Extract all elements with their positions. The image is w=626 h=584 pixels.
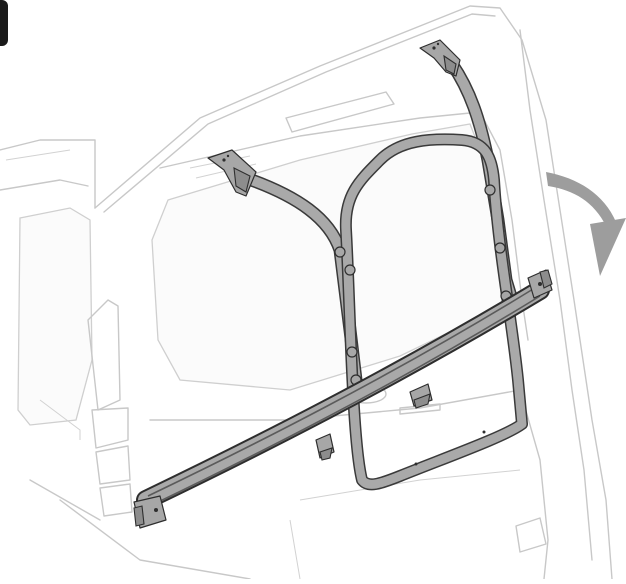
tail-light-mid	[91, 407, 129, 449]
license-plate-light	[515, 517, 547, 553]
rotation-arrow-icon	[546, 172, 626, 276]
step-badge	[0, 0, 8, 46]
end-clamp-right	[527, 269, 553, 299]
cross-bar-brackets	[315, 383, 433, 461]
brake-light	[285, 91, 395, 133]
rack-joints	[334, 184, 512, 466]
tail-light-lower	[95, 445, 131, 485]
roof-mount-left	[207, 149, 257, 197]
tail-light-upper	[87, 299, 121, 411]
rack-loop-frame	[339, 133, 528, 491]
rack-cross-bar	[136, 280, 550, 510]
end-clamp-left	[133, 495, 167, 529]
rear-window	[151, 123, 517, 391]
roof-mount-right	[419, 39, 461, 77]
side-window	[17, 207, 93, 426]
